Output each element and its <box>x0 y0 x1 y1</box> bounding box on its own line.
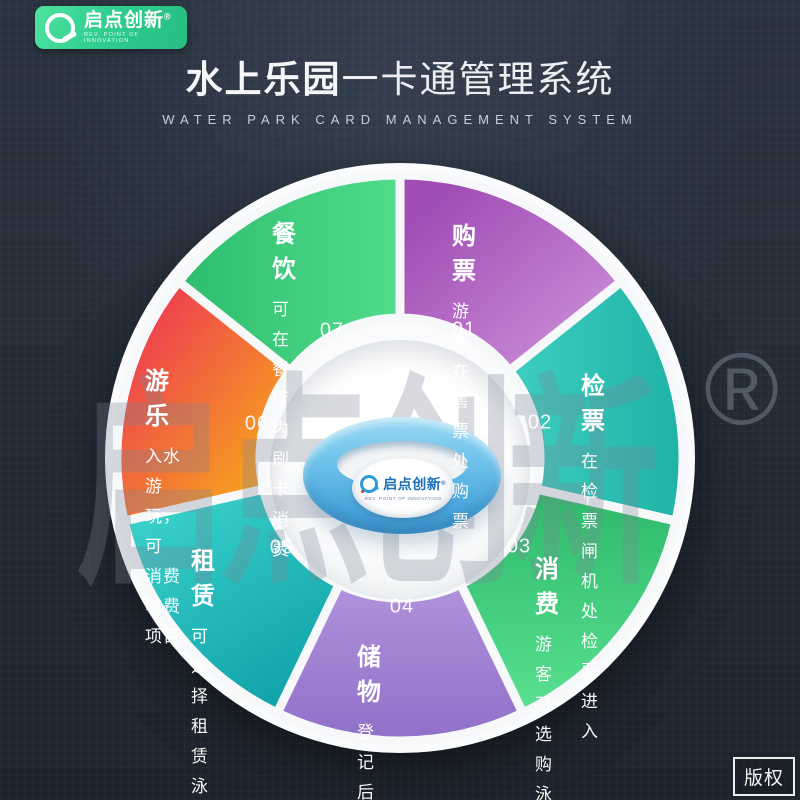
brand-name: 启点创新 <box>84 10 165 31</box>
segment-number: 07 <box>319 319 345 342</box>
brand-badge-text: 启点创新® REV. POINT OF INNOVATION <box>84 11 187 44</box>
segment-title: 租赁 <box>191 548 217 610</box>
wheel-segment-05 <box>119 484 344 718</box>
segment-desc: 游客在售票处购票 <box>452 302 470 531</box>
segment-desc: 在检票闸机 处检票进入 <box>581 452 599 741</box>
registered-trademark-icon: ® <box>704 332 780 446</box>
segment-label-01: 购票 游客在售票处购票 <box>452 216 478 537</box>
segment-label-07: 餐饮 可在餐厅内 刷卡消费 <box>272 214 298 565</box>
segment-number: 01 <box>451 318 477 341</box>
segment-title: 购票 <box>452 223 478 285</box>
segment-desc: 登记后可使用 相应的储物柜 <box>357 723 375 800</box>
segment-number: 03 <box>506 535 532 558</box>
page-title: 水上乐园一卡通管理系统 <box>0 58 800 102</box>
wristband-logo-tagline: REV. POINT OF INNOVATION <box>364 495 442 501</box>
wheel-diagram <box>105 163 695 753</box>
segment-desc: 可在餐厅内 刷卡消费 <box>272 300 290 559</box>
segment-label-04: 储物 登记后可使用 相应的储物柜 <box>357 637 383 800</box>
segment-title: 餐饮 <box>272 221 298 283</box>
title-rest: 一卡通管理系统 <box>341 59 615 100</box>
segment-number: 02 <box>527 411 553 434</box>
segment-title: 消费 <box>535 556 561 618</box>
segment-label-06: 游乐 入水游玩，可 消费收费项目 <box>145 361 181 652</box>
brand-badge: 启点创新® REV. POINT OF INNOVATION <box>35 6 187 49</box>
wheel-segment-03 <box>456 484 681 718</box>
segment-number: 06 <box>244 412 270 435</box>
segment-number: 04 <box>389 595 415 618</box>
wheel-segment-02 <box>504 277 688 526</box>
copyright-badge: 版权 <box>733 757 796 796</box>
segment-desc: 游客可选购 泳衣等物品 <box>535 635 553 800</box>
segment-label-05: 租赁 可选择租赁 泳圈等物品 <box>191 541 217 800</box>
brand-q-icon-small <box>360 475 379 494</box>
segment-title: 检票 <box>581 373 607 435</box>
wristband-face: 启点创新® REV. POINT OF INNOVATION <box>352 458 454 518</box>
wristband-logo-text: 启点创新 <box>383 476 442 493</box>
segment-title: 游乐 <box>145 368 171 430</box>
wheel-segment-07 <box>174 170 405 376</box>
title-strong: 水上乐园 <box>185 59 342 100</box>
segment-label-02: 检票 在检票闸机 处检票进入 <box>581 366 607 747</box>
page-subtitle: WATER PARK CARD MANAGEMENT SYSTEM <box>162 112 638 127</box>
segment-desc: 可选择租赁 泳圈等物品 <box>191 627 209 796</box>
segment-desc: 入水游玩，可 消费收费项目 <box>145 447 181 646</box>
brand-tagline: REV. POINT OF INNOVATION <box>84 32 140 44</box>
registered-mark: ® <box>164 11 171 22</box>
wristband-registered-mark: ® <box>441 481 446 488</box>
segment-title: 储物 <box>357 644 383 706</box>
segment-number: 05 <box>269 536 295 559</box>
brand-q-icon <box>45 12 75 43</box>
segment-label-03: 消费 游客可选购 泳衣等物品 <box>535 549 561 800</box>
